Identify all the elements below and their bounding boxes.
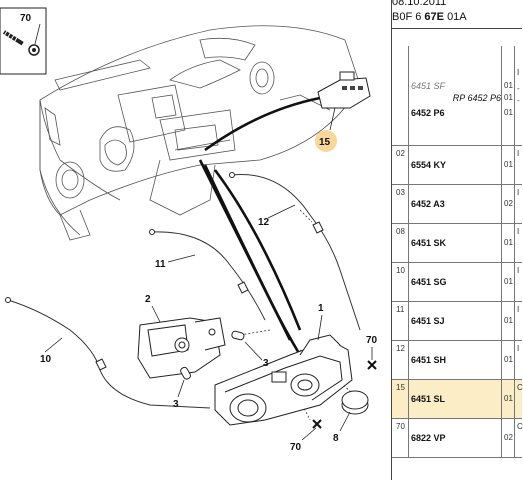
status-flag: - xyxy=(517,96,520,105)
quantity: 01 xyxy=(504,238,513,247)
callout-12: 12 xyxy=(258,217,270,228)
parts-row[interactable]: 10 6451 SG 01 I xyxy=(392,263,522,302)
cables xyxy=(7,174,361,409)
part-reference[interactable]: 6451 SJ xyxy=(411,316,445,326)
status-flag: I xyxy=(517,305,520,314)
parts-row[interactable]: 02 6554 KY 01 I xyxy=(392,146,522,185)
quantity: 01 xyxy=(504,355,513,364)
status-flag: C xyxy=(517,383,523,392)
part-reference[interactable]: 6452 P6 xyxy=(411,108,445,118)
status-flag: C xyxy=(517,422,523,431)
exploded-parts-diagram: 70 15 12 11 2 1 10 3 3 70 70 8 xyxy=(0,7,378,453)
callout-15-marker: 15 xyxy=(315,130,337,152)
callout-8: 8 xyxy=(333,433,339,444)
part-reference[interactable]: 6451 SK xyxy=(411,238,447,248)
parts-row[interactable]: 03 6452 A3 02 I xyxy=(392,185,522,224)
quantity: 02 xyxy=(504,433,513,442)
part-reference[interactable]: 6554 KY xyxy=(411,160,447,170)
status-flag: I xyxy=(517,149,520,158)
callout-70-bottom: 70 xyxy=(290,442,302,453)
code-bold: 67E xyxy=(424,11,444,23)
quantity: 01 xyxy=(504,108,513,117)
parts-row[interactable]: 11 6451 SJ 01 I xyxy=(392,302,522,341)
parts-row[interactable]: 6451 SF RP 6452 P6 6452 P6 01 01 01 I - … xyxy=(392,46,522,146)
bracket-part-2 xyxy=(137,317,226,379)
parts-row[interactable]: 12 6451 SH 01 I xyxy=(392,341,522,380)
header-divider xyxy=(392,28,522,29)
quantity: 01 xyxy=(504,394,513,403)
status-flag: I xyxy=(517,188,520,197)
row-index: 03 xyxy=(396,188,405,197)
row-index: 10 xyxy=(396,266,405,275)
screw-markers xyxy=(312,360,377,429)
housing-part-1 xyxy=(214,334,353,426)
parts-list-panel: 08.10.2011 B0F 6 67E 01A 6451 SF RP 6452… xyxy=(391,0,523,480)
document-date: 08.10.2011 xyxy=(392,0,447,8)
row-index: 11 xyxy=(396,305,405,314)
part-reference[interactable]: 6452 A3 xyxy=(411,199,445,209)
switch-module-15 xyxy=(317,71,371,109)
dashboard-outline xyxy=(39,25,361,241)
part-reference[interactable]: 6822 VP xyxy=(411,433,446,443)
quantity: 01 xyxy=(504,81,513,90)
parts-row[interactable]: 08 6451 SK 01 I xyxy=(392,224,522,263)
callout-2: 2 xyxy=(145,294,151,305)
row-index: 02 xyxy=(396,149,405,158)
row-index: 70 xyxy=(396,422,405,431)
status-flag: I xyxy=(517,344,520,353)
wiring-harness xyxy=(198,96,321,356)
callout-11: 11 xyxy=(155,259,166,270)
pin-parts-3 xyxy=(180,330,245,380)
parts-row[interactable]: 70 6822 VP 02 C xyxy=(392,419,523,458)
cable-connectors xyxy=(5,172,324,371)
screw-inset xyxy=(0,7,47,75)
status-flag: I xyxy=(517,266,520,275)
callout-3a: 3 xyxy=(263,358,269,369)
alt-reference: 6451 SF xyxy=(411,81,446,91)
callout-3b: 3 xyxy=(173,399,179,410)
quantity: 01 xyxy=(504,316,513,325)
code-prefix: B0F 6 xyxy=(392,11,422,23)
quantity: 01 xyxy=(504,277,513,286)
rp-reference: RP 6452 P6 xyxy=(452,93,501,103)
row-index: 12 xyxy=(396,344,405,353)
row-index: 15 xyxy=(396,383,405,392)
callout-10: 10 xyxy=(40,354,52,365)
row-index: 08 xyxy=(396,227,405,236)
status-flag: - xyxy=(517,84,520,93)
parts-row-selected[interactable]: 15 6451 SL 01 C xyxy=(392,380,523,419)
callout-15: 15 xyxy=(319,137,331,148)
part-reference[interactable]: 6451 SG xyxy=(411,277,447,287)
part-reference[interactable]: 6451 SL xyxy=(411,394,446,404)
status-flag: I xyxy=(517,227,520,236)
leader-lines xyxy=(239,209,356,421)
status-flag: I xyxy=(517,68,520,77)
callout-70-inset: 70 xyxy=(20,13,32,24)
part-reference[interactable]: 6451 SH xyxy=(411,355,447,365)
callout-70-right: 70 xyxy=(366,335,378,346)
document-code: B0F 6 67E 01A xyxy=(392,11,522,23)
code-suffix: 01A xyxy=(447,11,467,23)
quantity: 01 xyxy=(504,160,513,169)
quantity: 01 xyxy=(504,93,513,102)
quantity: 02 xyxy=(504,199,513,208)
callout-leaders xyxy=(34,23,373,441)
callout-1: 1 xyxy=(318,303,324,314)
knob-part-8 xyxy=(341,390,369,415)
